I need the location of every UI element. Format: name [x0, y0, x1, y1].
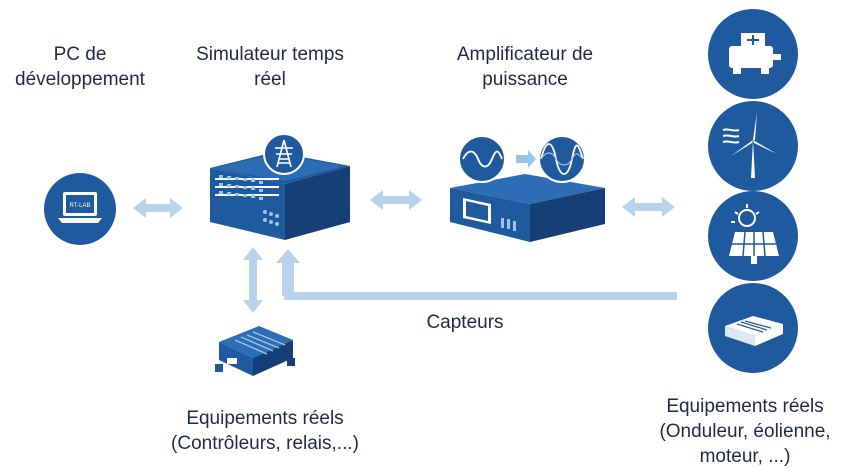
- label-simulator-line1: Simulateur temps: [196, 44, 344, 65]
- label-real-equipment-right-line1: Equipements réels: [666, 396, 824, 417]
- label-real-equipment-right: Equipements réels (Onduleur, éolienne, m…: [640, 394, 850, 468]
- arrow-pc-simulator: [133, 198, 183, 218]
- label-real-equipment-left-line2: (Contrôleurs, relais,...): [171, 433, 359, 454]
- label-real-equipment-right-line2: (Onduleur, éolienne,: [659, 421, 831, 442]
- motor-icon: [708, 9, 798, 99]
- label-amplifier-line1: Amplificateur de: [456, 44, 594, 65]
- arrow-simulator-controllers: [243, 247, 263, 313]
- label-amplifier: Amplificateur de puissance: [445, 42, 605, 92]
- arrow-amplifier-equipment: [622, 197, 675, 217]
- laptop-icon: RT-LAB: [44, 173, 116, 245]
- label-real-equipment-right-line3: moteur, ...): [699, 446, 791, 467]
- label-sensors: Capteurs: [426, 312, 504, 333]
- label-simulator: Simulateur temps réel: [190, 42, 350, 92]
- label-pc: PC de développement: [0, 42, 160, 92]
- solar-panel-icon: [708, 191, 798, 281]
- controller-box-icon: [215, 326, 295, 376]
- power-pylon-icon: [263, 133, 305, 175]
- sensor-feedback-arrow: [276, 249, 677, 300]
- waveform-icon: [458, 135, 586, 183]
- arrow-simulator-amplifier: [370, 190, 422, 210]
- label-pc-line2: développement: [15, 69, 145, 90]
- label-real-equipment-left-line1: Equipements réels: [186, 408, 344, 429]
- label-simulator-line2: réel: [254, 69, 286, 90]
- controller-box-icon: [708, 283, 798, 373]
- label-pc-line1: PC de: [53, 44, 107, 65]
- laptop-screen-text: RT-LAB: [70, 203, 91, 209]
- wind-turbine-icon: [708, 101, 798, 191]
- label-real-equipment-left: Equipements réels (Contrôleurs, relais,.…: [150, 406, 380, 456]
- label-amplifier-line2: puissance: [482, 69, 568, 90]
